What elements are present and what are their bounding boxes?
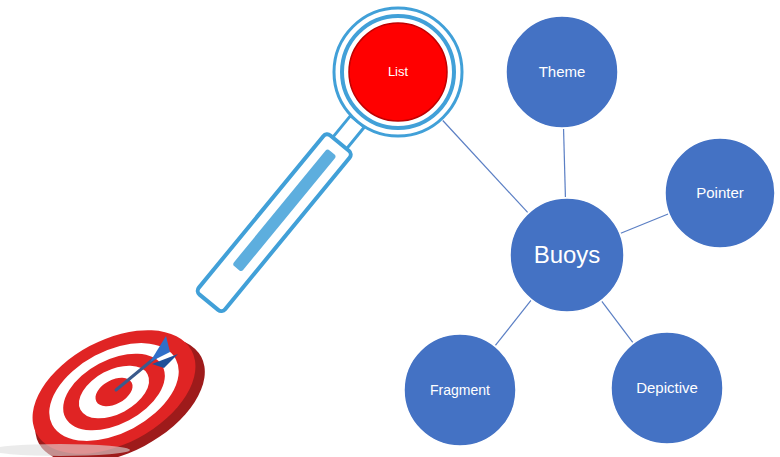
connector-line <box>443 120 528 212</box>
satellite-circle: Depictive <box>610 331 724 445</box>
connector-line <box>621 214 668 233</box>
focus-circle: List <box>348 22 448 122</box>
satellite-circle: Theme <box>505 15 619 129</box>
circle-fill <box>506 16 618 128</box>
dart-icon <box>116 336 178 390</box>
node-label: Fragment <box>430 382 490 398</box>
magnifier-handle <box>196 111 371 313</box>
node-label: Pointer <box>696 184 744 201</box>
satellite-circle: Pointer <box>664 137 776 249</box>
circle-fill <box>611 332 723 444</box>
circle-fill <box>665 138 775 248</box>
target-icon <box>0 305 226 457</box>
connector-line <box>564 129 566 197</box>
node-label: Theme <box>539 63 586 80</box>
satellite-circle: Fragment <box>403 333 517 447</box>
hub-circle: Buoys <box>509 197 625 313</box>
circle-fill <box>349 23 447 121</box>
magnifier-lens <box>334 8 462 136</box>
node-label: Buoys <box>534 241 601 269</box>
circle-fill <box>510 198 624 312</box>
connector-line <box>602 301 633 342</box>
node-label: List <box>388 65 408 80</box>
node-label: Depictive <box>636 379 698 396</box>
circle-fill <box>404 334 516 446</box>
connector-line <box>495 300 531 345</box>
